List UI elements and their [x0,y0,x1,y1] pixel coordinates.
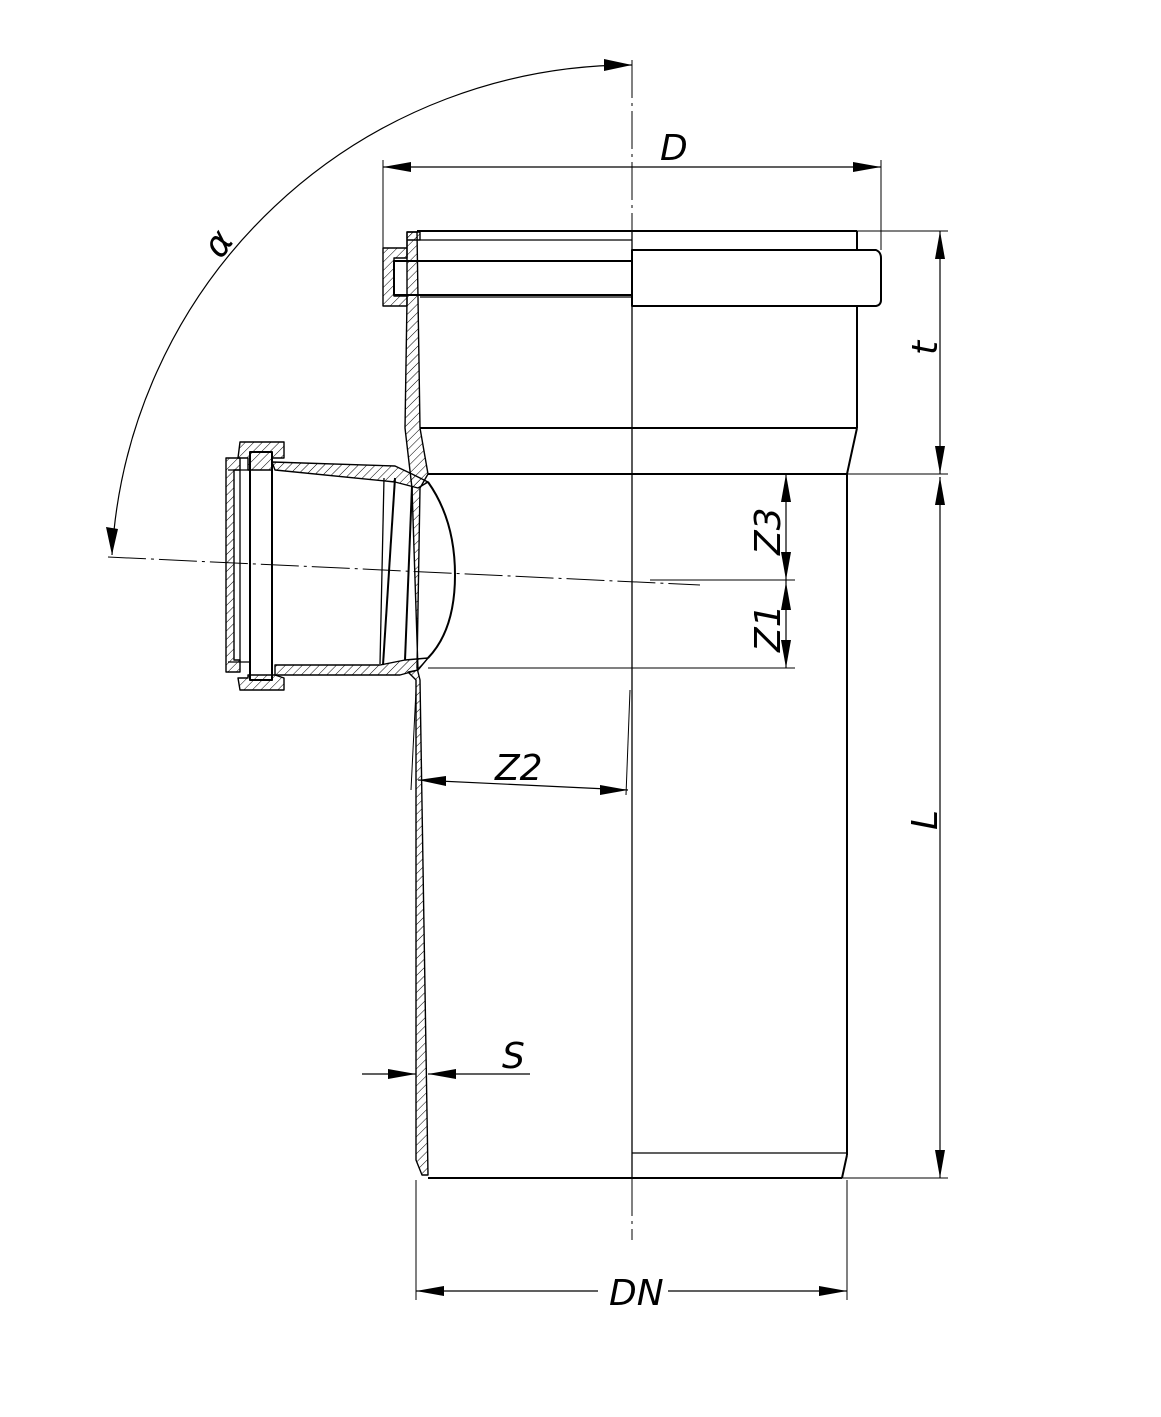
z2-label: Z2 [494,748,543,789]
seal-ring-left [393,260,633,296]
z1-label: Z1 [748,604,789,653]
branch-bottom-wall [274,657,429,676]
seal-ring-right [631,249,882,307]
angle-arc [111,64,633,556]
branch-socket-left [225,457,241,673]
l-label: L [905,810,946,830]
branch-socket-bottom [237,674,285,691]
t-label: t [905,339,946,355]
angle-label: α [195,222,242,265]
branch-pipe [107,441,701,691]
branch-top-wall [271,461,429,489]
left-wall-section [404,231,429,1176]
dn-label: DN [609,1273,664,1314]
angle-arrow-top [604,59,632,71]
socket-rim-left [382,231,421,307]
z2-dimension-line [417,779,629,791]
d-label: D [660,128,688,169]
s-label: S [502,1036,525,1077]
branch-seal-ring [249,451,273,681]
angle-arrow-bottom [106,527,118,555]
main-pipe [382,60,882,1240]
z3-label: Z3 [748,507,789,556]
dimensions: α D t L Z3 Z1 [106,59,948,1314]
intersection-curve [427,481,456,659]
